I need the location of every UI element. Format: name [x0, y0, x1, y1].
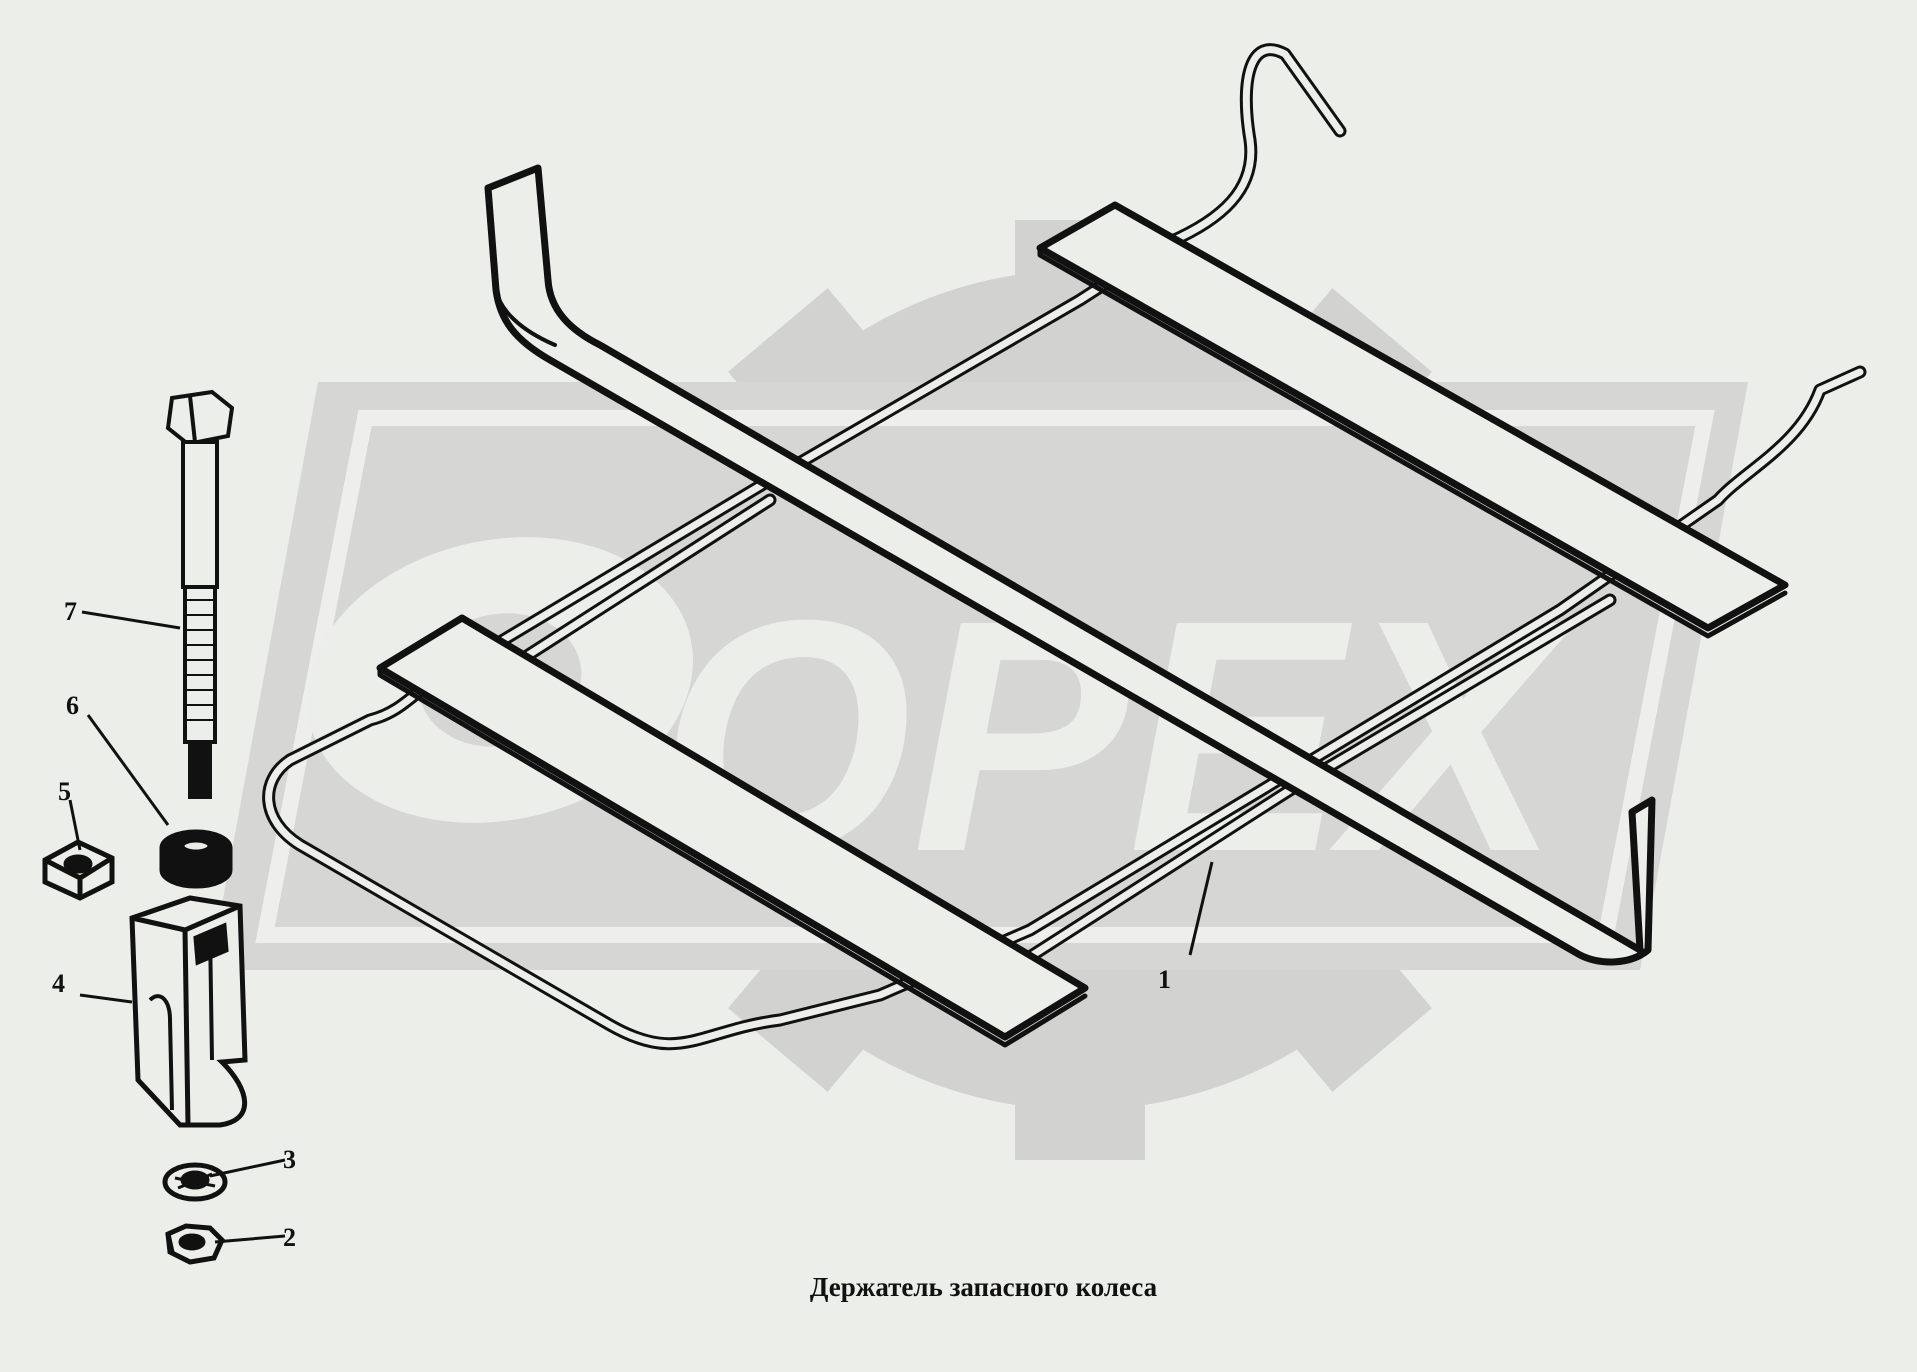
callout-labels: 1 2 3 4 5 6 7	[52, 597, 1171, 1252]
bolt	[165, 389, 235, 799]
washer-thick	[159, 829, 233, 889]
frame-assembly	[262, 43, 1867, 1051]
callout-6: 6	[66, 691, 79, 720]
long-strap	[484, 164, 1656, 966]
lower-flat-bar	[376, 614, 1089, 1048]
callout-2: 2	[283, 1223, 296, 1252]
callout-3: 3	[283, 1145, 296, 1174]
upper-flat-bar	[1036, 201, 1789, 639]
clamp-bracket	[129, 895, 248, 1128]
callout-1: 1	[1158, 965, 1171, 994]
square-nut	[42, 839, 115, 901]
callout-5: 5	[58, 777, 71, 806]
diagram-caption: Держатель запасного колеса	[809, 1272, 1158, 1302]
hex-nut	[165, 1223, 225, 1265]
callout-4: 4	[52, 969, 65, 998]
leader-lines	[68, 610, 1214, 1244]
lock-washer	[162, 1162, 228, 1202]
callout-7: 7	[64, 597, 77, 626]
